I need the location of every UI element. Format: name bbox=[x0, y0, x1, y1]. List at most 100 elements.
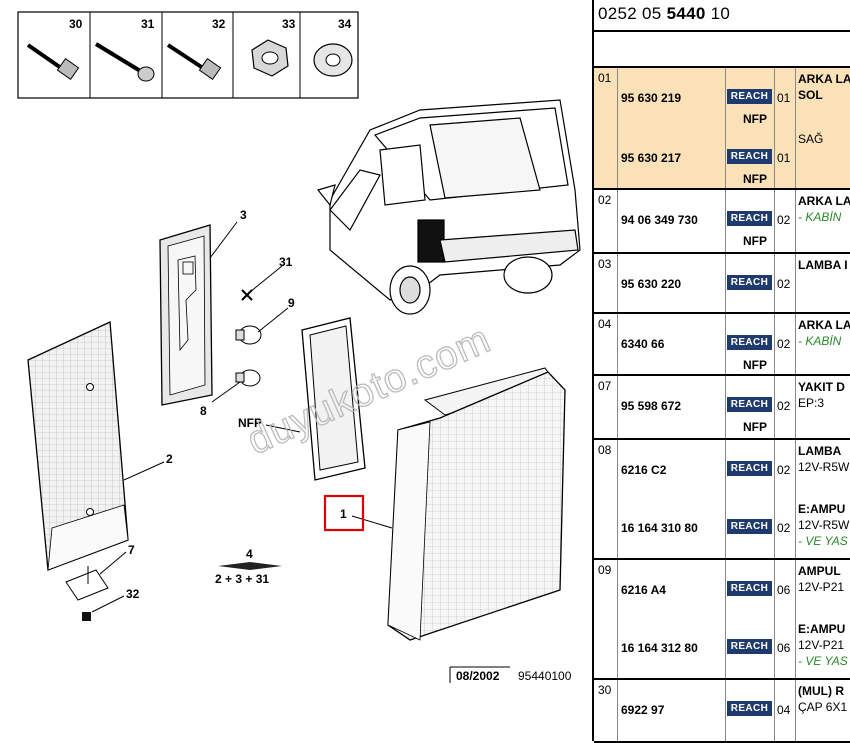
diagram-date: 08/2002 bbox=[456, 669, 500, 683]
group-number: 03 bbox=[598, 257, 612, 271]
column-divider bbox=[617, 254, 618, 312]
quantity: 02 bbox=[777, 399, 791, 413]
description-line: 12V-P21 bbox=[798, 580, 845, 594]
bulb-8-icon[interactable] bbox=[235, 369, 261, 387]
part-description: SAĞ bbox=[798, 131, 823, 147]
callout-1[interactable]: 1 bbox=[340, 507, 347, 521]
reach-badge: REACH bbox=[727, 581, 772, 596]
callout-31-lower[interactable]: 31 bbox=[279, 255, 293, 269]
column-divider bbox=[725, 440, 726, 558]
reach-badge: REACH bbox=[727, 335, 772, 350]
callout-32[interactable]: 32 bbox=[212, 17, 226, 31]
part-number[interactable]: 6216 C2 bbox=[621, 463, 667, 477]
part-number[interactable]: 16 164 312 80 bbox=[621, 641, 698, 655]
description-line: 12V-P21 bbox=[798, 638, 845, 652]
header-spacer bbox=[594, 32, 850, 68]
callout-31[interactable]: 31 bbox=[141, 17, 155, 31]
quantity: 02 bbox=[777, 277, 791, 291]
callout-4[interactable]: 4 bbox=[246, 547, 253, 561]
reach-badge: REACH bbox=[727, 639, 772, 654]
callout-9[interactable]: 9 bbox=[288, 296, 295, 310]
quantity: 01 bbox=[777, 151, 791, 165]
screw-30-icon[interactable] bbox=[26, 43, 80, 81]
callout-2[interactable]: 2 bbox=[166, 452, 173, 466]
part-number[interactable]: 6340 66 bbox=[621, 337, 665, 351]
washer-34-icon[interactable] bbox=[313, 43, 353, 77]
left-lamp-lens[interactable] bbox=[27, 321, 129, 571]
screw-32-small-icon[interactable] bbox=[82, 612, 91, 621]
callout-32-lower[interactable]: 32 bbox=[126, 587, 140, 601]
gasket-seal[interactable] bbox=[301, 317, 366, 481]
column-divider bbox=[725, 254, 726, 312]
column-divider bbox=[795, 376, 796, 438]
callout-3[interactable]: 3 bbox=[240, 208, 247, 222]
van-illustration bbox=[316, 99, 581, 315]
column-divider bbox=[725, 560, 726, 678]
callout-34[interactable]: 34 bbox=[338, 17, 352, 31]
clip-7-icon[interactable] bbox=[65, 566, 109, 601]
nut-33-icon[interactable] bbox=[251, 39, 289, 77]
callout-nfp[interactable]: NFP bbox=[238, 416, 262, 430]
description-line: - VE YAS bbox=[798, 654, 848, 668]
nfp-flag: NFP bbox=[743, 112, 767, 126]
quantity: 06 bbox=[777, 641, 791, 655]
callout-33[interactable]: 33 bbox=[282, 17, 296, 31]
part-number[interactable]: 95 630 220 bbox=[621, 277, 682, 291]
group-number: 09 bbox=[598, 563, 612, 577]
callout-30[interactable]: 30 bbox=[69, 17, 83, 31]
bulb-9-icon[interactable] bbox=[235, 325, 262, 345]
column-divider bbox=[795, 680, 796, 741]
diagram-ref: 95440100 bbox=[518, 669, 572, 683]
part-number[interactable]: 95 630 217 bbox=[621, 151, 682, 165]
part-number[interactable]: 94 06 349 730 bbox=[621, 213, 698, 227]
callout-8[interactable]: 8 bbox=[200, 404, 207, 418]
part-number[interactable]: 6216 A4 bbox=[621, 583, 666, 597]
part-number[interactable]: 95 598 672 bbox=[621, 399, 682, 413]
part-row[interactable]: 16 164 312 80 REACH 06 E:AMPU 12V-P21 - VE YA… bbox=[594, 618, 850, 678]
screw-31-icon[interactable] bbox=[94, 42, 155, 82]
bulb-holder-plate[interactable] bbox=[159, 224, 213, 406]
quantity: 01 bbox=[777, 91, 791, 105]
callout-7[interactable]: 7 bbox=[128, 543, 135, 557]
reach-badge: REACH bbox=[727, 149, 772, 164]
column-divider bbox=[795, 560, 796, 678]
nfp-flag: NFP bbox=[743, 358, 767, 372]
part-number[interactable]: 6922 97 bbox=[621, 703, 665, 717]
column-divider bbox=[725, 190, 726, 252]
description-line: E:AMPU bbox=[798, 622, 846, 636]
right-tail-lamp[interactable] bbox=[387, 367, 566, 641]
group-number: 04 bbox=[598, 317, 612, 331]
description-line: 12V-R5W bbox=[798, 518, 850, 532]
kit-arrow-icon bbox=[218, 562, 282, 570]
part-number[interactable]: 95 630 219 bbox=[621, 91, 682, 105]
screw-32-icon[interactable] bbox=[166, 43, 222, 81]
part-number[interactable]: 16 164 310 80 bbox=[621, 521, 698, 535]
group-number: 08 bbox=[598, 443, 612, 457]
group-number: 30 bbox=[598, 683, 612, 697]
reach-badge: REACH bbox=[727, 461, 772, 476]
diagram-footer: 08/2002 95440100 bbox=[449, 666, 572, 683]
nfp-flag: NFP bbox=[743, 234, 767, 248]
